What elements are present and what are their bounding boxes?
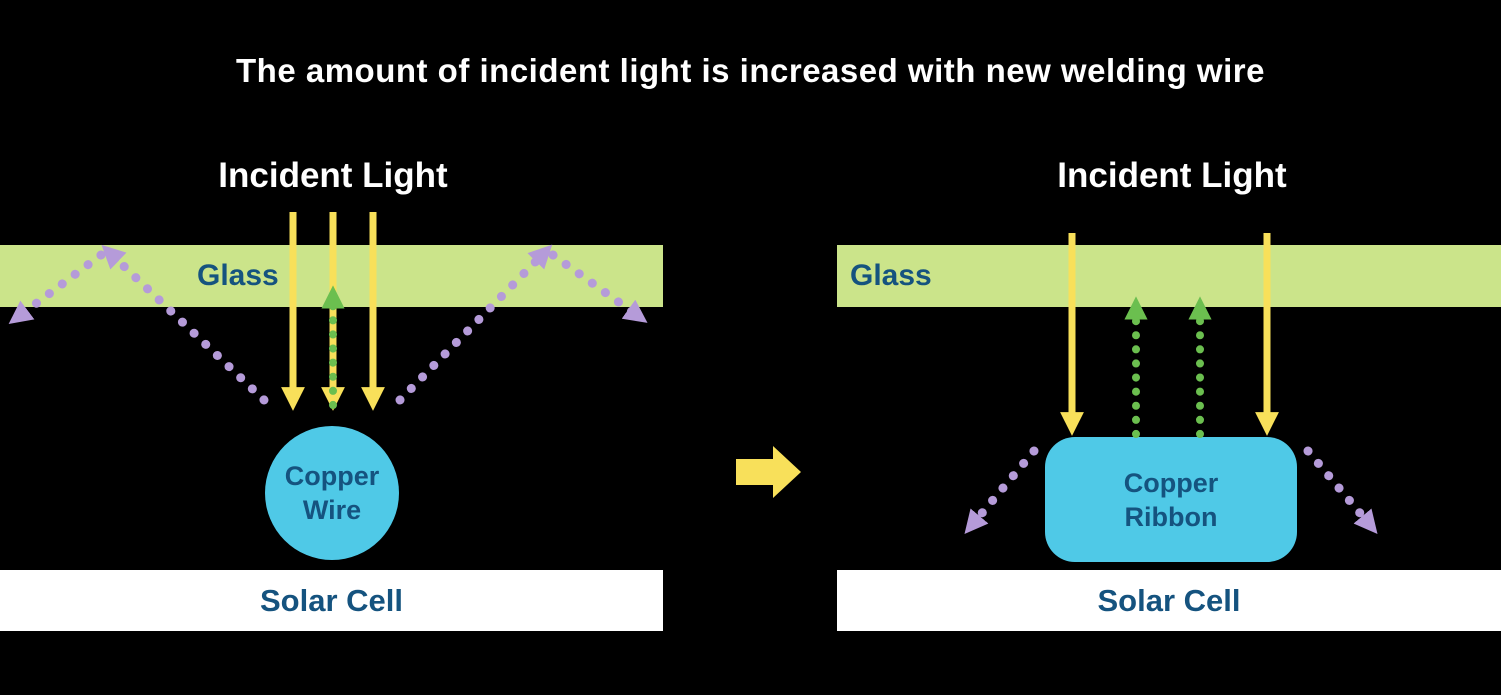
copper-ribbon-label-line2: Ribbon bbox=[1124, 501, 1218, 532]
copper-ribbon: Copper Ribbon bbox=[1045, 437, 1297, 562]
glass-layer-right: Glass bbox=[837, 245, 1501, 307]
copper-wire-label-line2: Wire bbox=[302, 495, 362, 525]
glass-label-right: Glass bbox=[850, 259, 932, 292]
glass-layer-left: Glass bbox=[0, 245, 663, 307]
copper-ribbon-label-line1: Copper bbox=[1123, 467, 1219, 498]
scattered-light-arrow bbox=[1303, 446, 1378, 534]
copper-wire: Copper Wire bbox=[265, 426, 399, 560]
copper-wire-label-line1: Copper bbox=[284, 461, 380, 491]
transition-arrow bbox=[736, 446, 801, 498]
reflected-light-arrows-right bbox=[1124, 296, 1212, 438]
incident-light-label-right: Incident Light bbox=[1057, 156, 1287, 195]
diagram-title: The amount of incident light is increase… bbox=[236, 52, 1265, 89]
scattered-light-arrow bbox=[964, 446, 1039, 534]
solar-cell-label-right: Solar Cell bbox=[1097, 582, 1241, 618]
glass-label-left: Glass bbox=[197, 259, 279, 292]
incident-light-label-left: Incident Light bbox=[218, 156, 448, 195]
solar-cell-label-left: Solar Cell bbox=[260, 582, 403, 618]
solar-cell-right: Solar Cell bbox=[837, 570, 1501, 631]
solar-cell-left: Solar Cell bbox=[0, 570, 663, 631]
